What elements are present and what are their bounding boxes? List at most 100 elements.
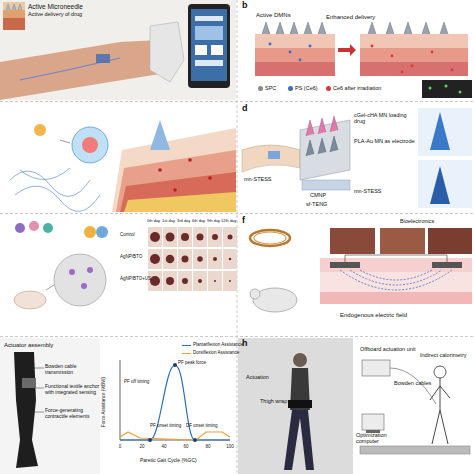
wound-mark — [166, 255, 175, 264]
annotation-text: Optimization computer — [356, 432, 410, 444]
wound-photo — [193, 249, 207, 269]
legend-text: Ce6 after irradiation — [333, 86, 381, 92]
figure-panel: Actuator assemblyBowden cable transmissi… — [0, 338, 236, 474]
annotation-text: Control — [120, 233, 148, 238]
annotation-text: Force-generating contractile elements — [45, 408, 101, 419]
annotation-text: Bowden cable transmission — [45, 364, 101, 375]
wound-photo — [223, 271, 237, 291]
legend-line-sample — [182, 353, 191, 354]
wound-mark — [182, 256, 189, 263]
legend-line-sample — [182, 345, 191, 346]
annotation-text: mn-STESS — [354, 188, 398, 194]
wound-photo — [178, 271, 192, 291]
wound-photo — [223, 249, 237, 269]
annotation-text: PF peak force — [178, 361, 214, 366]
wound-photo — [148, 271, 162, 291]
wound-mark — [197, 234, 204, 241]
annotation-text: PF onset timing — [150, 424, 184, 429]
wound-photo — [193, 271, 207, 291]
wound-mark — [212, 234, 218, 240]
legend-item: SPC — [258, 86, 276, 92]
panel-c-art — [10, 120, 236, 212]
axis-tick: 100 — [224, 445, 236, 450]
annotation-text: Enhanced delivery — [326, 14, 376, 21]
legend-text: SPC — [265, 86, 276, 92]
wound-photo — [223, 227, 237, 247]
axis-tick: 40 — [158, 445, 170, 450]
annotation-text: Active DMNs — [256, 12, 316, 19]
annotation-text: Actuator assembly — [4, 342, 84, 349]
annotation-text: PF off timing — [124, 380, 152, 385]
annotation-text: Active Microneedle — [28, 3, 128, 10]
legend-item: Dorsiflexion Assistance — [182, 351, 239, 356]
annotation-text: 3rd day — [177, 219, 193, 223]
axis-tick: 80 — [202, 445, 214, 450]
legend-swatch — [258, 86, 263, 91]
axis-tick: 0 — [114, 445, 126, 450]
panel-letter: h — [242, 339, 252, 349]
annotation-text: Force Assistance (%BW) — [102, 377, 107, 427]
panel-a-art — [0, 0, 236, 100]
wound-photo — [208, 227, 222, 247]
legend-item: Plantarflexion Assistance — [182, 343, 243, 348]
figure-panel: fBioelectronicsEndogenous electric field — [238, 215, 474, 336]
wound-mark — [197, 256, 203, 262]
annotation-text: AgNP/BTO+US — [120, 277, 148, 282]
panel-b-art — [255, 22, 472, 98]
figure-panel: bActive DMNs Enhanced delivery — [238, 0, 474, 100]
annotation-text: Endogenous electric field — [340, 312, 450, 319]
wound-mark — [214, 280, 216, 282]
wound-photo — [163, 271, 177, 291]
annotation-text: 1st day — [162, 219, 178, 223]
wound-photo — [163, 249, 177, 269]
panel-e-art — [14, 221, 237, 309]
wound-mark — [166, 277, 174, 285]
wound-photo — [163, 227, 177, 247]
wound-photo — [208, 271, 222, 291]
wound-mark — [150, 276, 160, 286]
annotation-text: Thigh wrap — [260, 398, 300, 404]
annotation-text: CMNP — [310, 192, 338, 198]
annotation-text: AgNP/BTO — [120, 255, 148, 260]
wound-mark — [198, 279, 202, 283]
wound-photo — [148, 249, 162, 269]
wound-mark — [150, 254, 160, 264]
wound-mark — [150, 232, 160, 242]
annotation-text: Functional textile anchor with integrate… — [45, 384, 101, 395]
annotation-text: cGel-cHA MN loading drug — [354, 112, 416, 124]
wound-mark — [213, 257, 217, 261]
figure-panel: hActuationThigh wrapOffboard actuation u… — [238, 338, 474, 474]
legend-text: Plantarflexion Assistance — [193, 343, 243, 348]
annotation-text: Paretic Gait Cycle (%GC) — [140, 458, 230, 464]
annotation-text: 0th day — [147, 219, 163, 223]
legend-text: Dorsiflexion Assistance — [193, 351, 239, 356]
figure-panel: ControlAgNP/BTO AgNP/BTO+US 0th day1st day… — [0, 215, 236, 336]
panel-g-art — [0, 338, 230, 474]
wound-photo — [208, 249, 222, 269]
wound-mark — [166, 233, 175, 242]
annotation-text: sf-TENG — [306, 201, 340, 207]
panel-letter: b — [242, 1, 252, 11]
panel-d-art — [242, 108, 472, 208]
annotation-text: Offboard actuation unit — [360, 346, 420, 352]
annotation-text: Indirect calorimetry — [420, 352, 472, 358]
legend-swatch — [288, 86, 293, 91]
panel-letter: d — [242, 104, 252, 114]
wound-mark — [229, 280, 231, 282]
figure-panel: d cGel-cHA MN loading drugPLA-Au MN as el… — [238, 103, 474, 213]
wound-photo — [193, 227, 207, 247]
wound-mark — [228, 235, 233, 240]
panel-letter: f — [242, 216, 252, 226]
axis-tick: 20 — [136, 445, 148, 450]
annotation-text: PLA-Au MN as electrode — [354, 138, 416, 144]
panel-h-art — [238, 338, 470, 474]
annotation-text: Active delivery of drug — [28, 11, 128, 17]
wound-mark — [181, 233, 189, 241]
legend-item: PS (Ce6) — [288, 86, 318, 92]
wound-mark — [229, 258, 232, 261]
annotation-text: 6th day — [192, 219, 208, 223]
